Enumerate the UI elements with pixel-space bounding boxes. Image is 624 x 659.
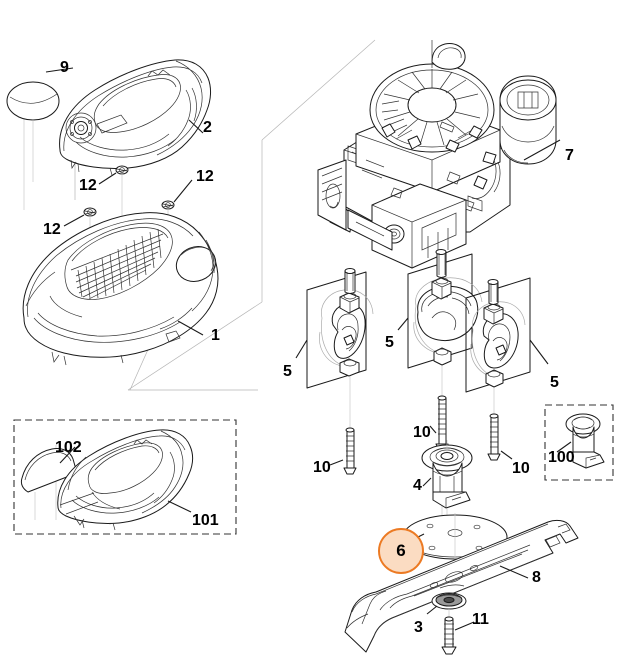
part-2-upper-cover — [59, 59, 211, 176]
callout-2: 2 — [203, 119, 212, 136]
part-11-blade-bolt — [441, 616, 475, 655]
callout-12-a: 12 — [79, 177, 97, 194]
part-5-bracket-right — [465, 277, 549, 461]
screw-12-a — [98, 165, 129, 228]
callout-10-c: 10 — [512, 460, 530, 477]
part-12-screws — [63, 165, 193, 266]
part-3-blade-washer — [426, 592, 467, 620]
part-7-engine — [317, 40, 561, 269]
callout-12-b: 12 — [196, 168, 214, 185]
callout-1: 1 — [211, 327, 220, 344]
callout-102: 102 — [55, 439, 82, 456]
part-8-mower-blade — [344, 519, 579, 653]
part-100-blade-boss — [556, 413, 605, 469]
callout-10-a: 10 — [313, 459, 331, 476]
callout-4: 4 — [413, 477, 422, 494]
highlighted-part-badge-6[interactable]: 6 — [378, 528, 424, 574]
callout-7: 7 — [565, 147, 574, 164]
callout-3: 3 — [414, 619, 423, 636]
callout-100: 100 — [548, 449, 575, 466]
part-5-bracket-center — [397, 249, 483, 520]
part-101-cover-assembly — [57, 429, 193, 531]
callout-101: 101 — [192, 512, 219, 529]
callout-8: 8 — [532, 569, 541, 586]
callout-12-c: 12 — [43, 221, 61, 238]
callout-9: 9 — [60, 59, 69, 76]
part-1-lower-cover — [22, 212, 219, 366]
callout-10-b: 10 — [413, 424, 431, 441]
part-9-oval-cap — [6, 67, 74, 182]
callout-5-left: 5 — [283, 363, 292, 380]
part-4-blade-boss — [421, 440, 473, 525]
callout-5-right: 5 — [550, 374, 559, 391]
dashed-box-101 — [13, 419, 237, 535]
callout-11: 11 — [472, 611, 489, 628]
part-5-bracket-left — [295, 268, 374, 475]
dashed-box-100 — [544, 404, 614, 481]
part-102-insert-panel — [20, 446, 78, 520]
callout-5-center: 5 — [385, 334, 394, 351]
